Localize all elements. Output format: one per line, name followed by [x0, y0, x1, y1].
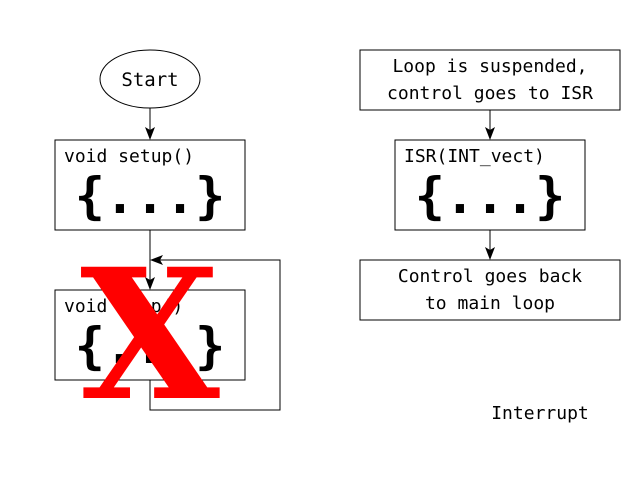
isr-header: ISR(INT_vect) — [404, 146, 545, 167]
arrowhead-loop — [145, 277, 155, 290]
arrowhead-back — [485, 247, 495, 260]
back-line-2: to main loop — [425, 293, 555, 314]
setup-body: {...} — [75, 167, 226, 225]
setup-box — [54, 139, 246, 231]
loop-suspended-box — [359, 49, 621, 111]
arrowhead-isr — [485, 127, 495, 140]
control-back-box — [359, 259, 621, 321]
suspend-line-2: control goes to ISR — [387, 83, 593, 104]
arrowhead-loop-back — [150, 255, 163, 265]
suspend-line-1: Loop is suspended, — [392, 56, 587, 77]
loop-back-connector — [149, 259, 281, 411]
back-line-1: Control goes back — [398, 266, 582, 287]
loop-body: {...} — [75, 317, 226, 375]
diagram-caption: Interrupt — [491, 403, 589, 424]
loop-header: void loop() — [64, 296, 183, 317]
setup-header: void setup() — [64, 146, 194, 167]
loop-box — [54, 289, 246, 381]
start-label: Start — [121, 69, 178, 91]
suspended-cross-mark: X — [80, 230, 220, 441]
isr-box — [394, 139, 586, 231]
isr-body: {...} — [415, 167, 566, 225]
arrowhead-setup — [145, 127, 155, 140]
